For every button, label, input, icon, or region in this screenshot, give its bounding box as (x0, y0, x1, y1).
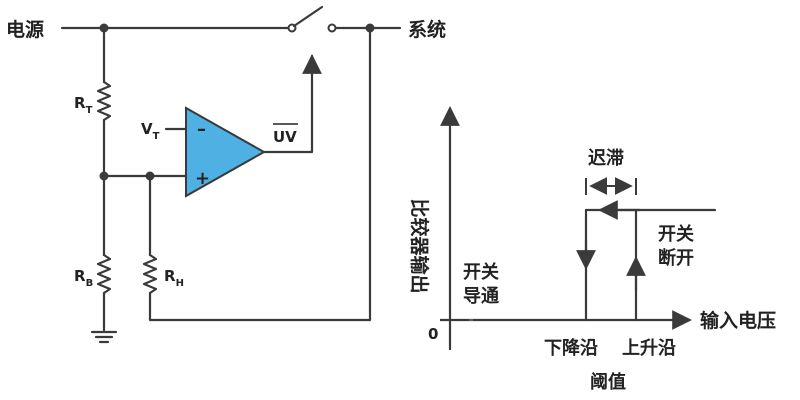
switch-blade (292, 5, 324, 28)
switch-on-label-line1: 开关 (463, 261, 499, 283)
y-axis-label: 比较器输出 (408, 198, 431, 293)
threshold-label: 阈值 (590, 371, 626, 393)
rt-label-sub: T (86, 105, 93, 116)
rt-label: RT (74, 94, 93, 116)
resistor-rt (96, 80, 112, 122)
comparator-opamp (185, 106, 267, 198)
junction-dot-node-left (99, 171, 109, 181)
vt-label-sub: T (153, 131, 160, 142)
feedback-wire (148, 26, 372, 322)
vt-label-main: V (141, 120, 153, 138)
rt-label-main: R (74, 94, 86, 112)
rh-label: RH (164, 267, 184, 289)
vt-label: VT (141, 120, 160, 142)
power-label: 电源 (6, 18, 44, 41)
rising-edge-label: 上升沿 (622, 338, 676, 359)
switch-on-label-line2: 导通 (463, 286, 499, 307)
hysteresis-label: 迟滞 (588, 148, 624, 169)
rb-label: RB (74, 267, 93, 289)
rb-label-main: R (74, 267, 86, 285)
switch-off-label-line1: 开关 (658, 223, 694, 245)
uv-output-label: UV (273, 128, 297, 146)
resistor-rh (142, 253, 158, 295)
switch-off-label-line2: 断开 (658, 247, 694, 269)
resistor-rb (96, 253, 112, 295)
hysteresis-graph: 0 比较器输出 输入电压 开关 导通 开关 断开 迟滞 下降沿 上升沿 阈值 (408, 106, 776, 393)
falling-edge-label: 下降沿 (544, 337, 598, 359)
opamp-minus-sign: – (197, 119, 206, 140)
ground-icon (90, 330, 118, 344)
system-label: 系统 (408, 18, 446, 41)
x-axis-label: 输入电压 (700, 309, 776, 332)
rb-label-sub: B (86, 278, 94, 289)
opamp-plus-sign: + (195, 168, 210, 189)
output-wire (262, 54, 322, 154)
switch-right-contact (327, 23, 337, 33)
rh-label-sub: H (176, 278, 184, 289)
rh-label-main: R (164, 267, 176, 285)
circuit: – + 电源 系统 RT RB RH VT UV (6, 5, 446, 344)
origin-label: 0 (428, 325, 438, 343)
